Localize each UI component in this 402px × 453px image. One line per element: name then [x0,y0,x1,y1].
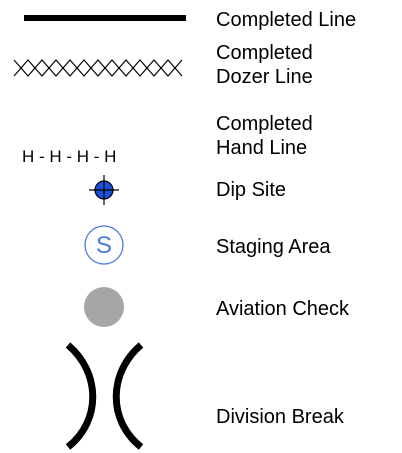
staging-area-letter: S [96,232,112,259]
completed-hand-line-icon: H - H - H - H [22,147,117,166]
completed-hand-line-label: Completed Hand Line [216,113,313,159]
staging-area-label: Staging Area [216,236,331,258]
division-break-label: Division Break [216,406,344,428]
dip-site-label: Dip Site [216,179,287,201]
completed-line-label: Completed Line [216,9,357,31]
aviation-check-label: Aviation Check [216,298,350,320]
completed-dozer-line-label: Completed Dozer Line [216,42,313,88]
